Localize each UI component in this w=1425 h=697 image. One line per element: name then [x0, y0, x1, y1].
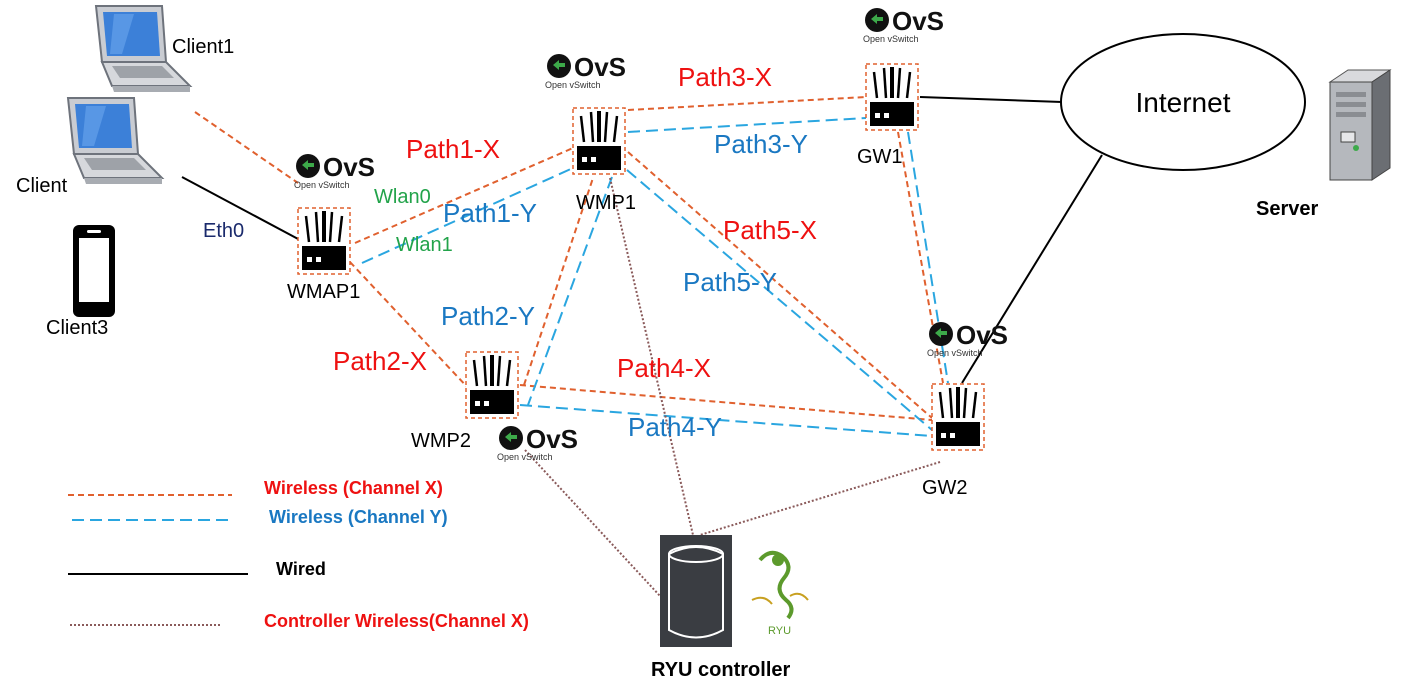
link-wmp1-gw1-x: [627, 96, 867, 111]
legend-channel-x-label: Wireless (Channel X): [264, 478, 443, 498]
ovs-logo-gw1: OvS Open vSwitch: [863, 6, 944, 44]
internet-cloud: [1060, 33, 1306, 171]
wired-link-gw1-internet: [919, 96, 1063, 103]
ovs-logo-wmap1: OvS Open vSwitch: [294, 152, 375, 190]
svg-text:OvS: OvS: [956, 320, 1008, 350]
wmap1-router-icon: [296, 206, 352, 276]
controller-link-gw2: [699, 461, 941, 536]
link-wmap1-wmp1-y: [361, 167, 574, 264]
path2y-label: Path2-Y: [441, 301, 535, 331]
link-wmp2-gw2-y: [519, 404, 933, 437]
internet-label: Internet: [1136, 87, 1231, 118]
svg-text:Open vSwitch: Open vSwitch: [927, 348, 983, 358]
link-wmp1-wmp2-y: [527, 176, 613, 406]
link-wmp1-gw1-y: [627, 117, 867, 133]
ovs-logo-wmp1: OvS Open vSwitch: [545, 52, 626, 90]
gw2-label: GW2: [922, 477, 968, 499]
wmp1-router-icon: [571, 106, 627, 176]
eth0-label: Eth0: [203, 220, 244, 242]
legend-wired-label: Wired: [276, 559, 326, 579]
link-client1-wmap1: [194, 111, 299, 184]
path1x-label: Path1-X: [406, 134, 500, 164]
link-wmp1-gw2-x: [627, 151, 933, 419]
gw2-router-icon: [930, 382, 986, 452]
ryu-logo: RYU: [751, 550, 809, 637]
svg-text:OvS: OvS: [892, 6, 944, 36]
path3y-label: Path3-Y: [714, 129, 808, 159]
wlan1-label: Wlan1: [396, 234, 453, 256]
wired-link-client2-wmap1: [181, 176, 301, 241]
gw1-router-icon: [864, 62, 920, 132]
link-wmp2-wmp1-x: [523, 177, 594, 386]
legend: Wireless (Channel X) Wireless (Channel Y…: [68, 478, 529, 631]
path2x-label: Path2-X: [333, 346, 427, 376]
link-wmp2-gw2-x: [519, 384, 933, 421]
path5y-label: Path5-Y: [683, 267, 777, 297]
server-label: Server: [1256, 198, 1318, 220]
wmp2-label: WMP2: [411, 430, 471, 452]
wmp1-label: WMP1: [576, 192, 636, 214]
path4y-label: Path4-Y: [628, 412, 722, 442]
ryu-controller-icon: [660, 535, 732, 647]
svg-text:OvS: OvS: [574, 52, 626, 82]
svg-text:OvS: OvS: [323, 152, 375, 182]
link-gw1-gw2-y: [907, 131, 949, 384]
legend-channel-y-label: Wireless (Channel Y): [269, 507, 448, 527]
server-icon: [1328, 69, 1392, 181]
wired-link-internet-gw2: [961, 154, 1103, 384]
path1y-label: Path1-Y: [443, 198, 537, 228]
svg-text:Open vSwitch: Open vSwitch: [294, 180, 350, 190]
svg-text:OvS: OvS: [526, 424, 578, 454]
path3x-label: Path3-X: [678, 62, 772, 92]
ovs-logo-gw2: OvS Open vSwitch: [927, 320, 1008, 358]
controller-link-wmp1: [609, 177, 694, 536]
svg-text:Open vSwitch: Open vSwitch: [497, 452, 553, 462]
client3-label: Client3: [46, 317, 108, 339]
path5x-label: Path5-X: [723, 215, 817, 245]
svg-text:Open vSwitch: Open vSwitch: [545, 80, 601, 90]
controller-link-wmp2: [524, 449, 661, 597]
link-gw1-gw2-x: [897, 131, 944, 384]
wlan0-label: Wlan0: [374, 186, 431, 208]
link-wmp1-gw2-y: [626, 169, 933, 431]
ovs-logo-wmp2: OvS Open vSwitch: [497, 424, 578, 462]
wmap1-label: WMAP1: [287, 281, 360, 303]
client3-phone: [73, 225, 115, 317]
ryu-controller-label: RYU controller: [651, 659, 790, 681]
path4x-label: Path4-X: [617, 353, 711, 383]
gw1-label: GW1: [857, 146, 903, 168]
wmp2-router-icon: [464, 350, 520, 420]
client2-label: Client: [16, 175, 68, 197]
client2-laptop: [67, 97, 163, 185]
svg-text:RYU: RYU: [768, 625, 791, 637]
legend-controller-label: Controller Wireless(Channel X): [264, 611, 529, 631]
svg-text:Open vSwitch: Open vSwitch: [863, 34, 919, 44]
client1-label: Client1: [172, 36, 234, 58]
